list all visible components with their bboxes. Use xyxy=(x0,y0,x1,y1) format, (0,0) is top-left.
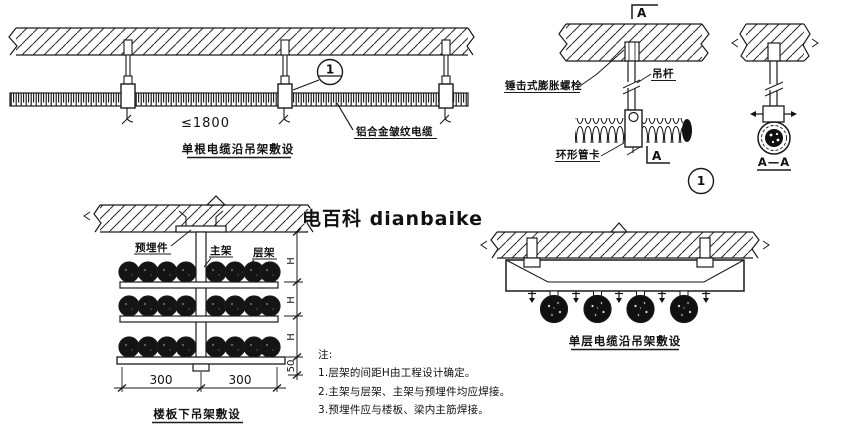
shelf-1 xyxy=(119,281,279,289)
shelf-label-group: 层架 xyxy=(238,246,277,277)
main-frame-post xyxy=(195,231,207,364)
rod-label: 吊杆 xyxy=(652,67,674,80)
break-mark xyxy=(622,79,641,95)
section-a-a-drawing: A—A xyxy=(731,23,819,171)
break-arrow xyxy=(762,240,770,250)
cable-cross-section xyxy=(757,121,791,155)
ceiling-slab xyxy=(8,27,475,56)
main-frame-label-group: 主架 xyxy=(203,244,233,268)
break-line xyxy=(802,23,811,62)
leader-line xyxy=(170,229,192,247)
multilayer-rack-drawing: 300 300 H H H 50 预埋件 主架 层架 xyxy=(83,195,315,424)
shelf-2 xyxy=(119,315,279,323)
break-line xyxy=(306,204,315,233)
drawing-title: 楼板下吊架敷设 xyxy=(153,407,241,421)
cable-label-group: 铝合金皱纹电缆 xyxy=(336,102,437,139)
drawing-title-group: 楼板下吊架敷设 xyxy=(152,407,243,424)
leader-line xyxy=(238,259,255,277)
ring-clamp-label: 环形管卡 xyxy=(556,148,600,161)
watermark-logo: 电百科 dianbaike xyxy=(302,207,483,230)
section-letter: A xyxy=(652,149,662,163)
anchor-bolt-label: 锤击式膨胀螺栓 xyxy=(504,79,582,92)
section-cut-mark-top: A xyxy=(631,4,658,20)
cable-label: 铝合金皱纹电缆 xyxy=(356,125,433,138)
dim-50: 50 xyxy=(286,360,297,373)
break-line xyxy=(8,27,18,56)
hanger-rod xyxy=(764,60,784,107)
single-cable-drawing: 1 ≤1800 铝合金皱纹电缆 单根电缆沿吊架敷设 xyxy=(8,27,475,159)
drawing-title-group: 单层电缆沿吊架敷设 xyxy=(569,334,682,351)
break-line xyxy=(700,23,710,62)
note-item-3: 3.预埋件应与楼板、梁内主筋焊接。 xyxy=(318,403,489,416)
break-line xyxy=(93,204,102,233)
break-arrow xyxy=(731,38,739,48)
break-arrow xyxy=(811,38,819,48)
break-line xyxy=(490,231,499,259)
leader-line xyxy=(636,73,652,84)
hanger-frame xyxy=(505,259,745,292)
leader-line xyxy=(203,257,212,268)
anchor-bolt-label-group: 锤击式膨胀螺栓 xyxy=(504,49,625,93)
callout-number: 1 xyxy=(326,63,334,77)
rod-label-group: 吊杆 xyxy=(636,67,676,84)
dim-300-left: 300 xyxy=(150,373,173,387)
break-mark xyxy=(764,81,784,97)
leader-line xyxy=(336,102,354,131)
break-notch xyxy=(609,222,629,233)
bottom-dimension: 300 300 xyxy=(114,367,286,393)
bottom-plate xyxy=(116,356,286,365)
callout-number: 1 xyxy=(697,174,705,188)
notes-heading: 注: xyxy=(318,348,332,361)
ceiling-anchor xyxy=(523,237,714,268)
detail-callout-bubble: 1 xyxy=(292,58,344,91)
ring-clamp-section xyxy=(750,105,797,123)
break-notch xyxy=(205,195,227,206)
detail-number-bubble: 1 xyxy=(687,167,715,195)
note-item-1: 1.层架的间距H由工程设计确定。 xyxy=(318,366,476,379)
section-title: A—A xyxy=(758,155,790,169)
dim-h-1: H xyxy=(286,257,297,265)
drawing-title: 单根电缆沿吊架敷设 xyxy=(182,142,295,156)
break-line xyxy=(751,231,760,259)
shelf-label: 层架 xyxy=(253,246,275,259)
expansion-anchor xyxy=(624,41,640,62)
break-line xyxy=(466,27,475,56)
dim-h-3: H xyxy=(286,333,297,341)
embed-label-group: 预埋件 xyxy=(134,229,192,255)
note-item-2: 2.主架与层架、主架与预埋件均应焊接。 xyxy=(318,385,510,398)
break-arrow xyxy=(83,211,91,221)
cable-end-cap xyxy=(682,119,692,142)
ring-clamp-label-group: 环形管卡 xyxy=(555,142,625,162)
section-cut-mark-bottom: A xyxy=(646,146,670,164)
dim-300-right: 300 xyxy=(229,373,252,387)
spacing-dimension: ≤1800 xyxy=(181,116,230,131)
section-letter: A xyxy=(637,6,647,20)
expansion-anchor xyxy=(767,42,781,62)
single-layer-drawing: 单层电缆沿吊架敷设 xyxy=(480,222,770,351)
section-title-group: A—A xyxy=(757,155,791,171)
leader-line xyxy=(292,79,320,91)
break-arrow xyxy=(480,240,488,250)
notes-block: 注: 1.层架的间距H由工程设计确定。 2.主架与层架、主架与预埋件均应焊接。 … xyxy=(318,348,510,416)
leader-line xyxy=(579,49,625,87)
drawing-title-group: 单根电缆沿吊架敷设 xyxy=(182,142,295,159)
ring-clamp xyxy=(624,109,643,156)
hanger-detail-drawing: A 锤击式膨胀螺栓 吊杆 xyxy=(504,4,715,195)
embed-part-label: 预埋件 xyxy=(135,241,168,254)
armored-cable xyxy=(9,92,469,107)
leader-line xyxy=(600,142,625,157)
main-frame-label: 主架 xyxy=(210,244,232,257)
dim-h-2: H xyxy=(286,296,297,304)
break-line xyxy=(739,23,748,62)
hanger-rod xyxy=(622,60,641,111)
ceiling-slab xyxy=(480,222,770,259)
right-dimension: H H H 50 xyxy=(284,227,303,380)
bottom-hook xyxy=(192,363,210,372)
break-line xyxy=(558,23,568,62)
drawing-title: 单层电缆沿吊架敷设 xyxy=(569,334,682,348)
ceiling-slab xyxy=(83,195,315,233)
